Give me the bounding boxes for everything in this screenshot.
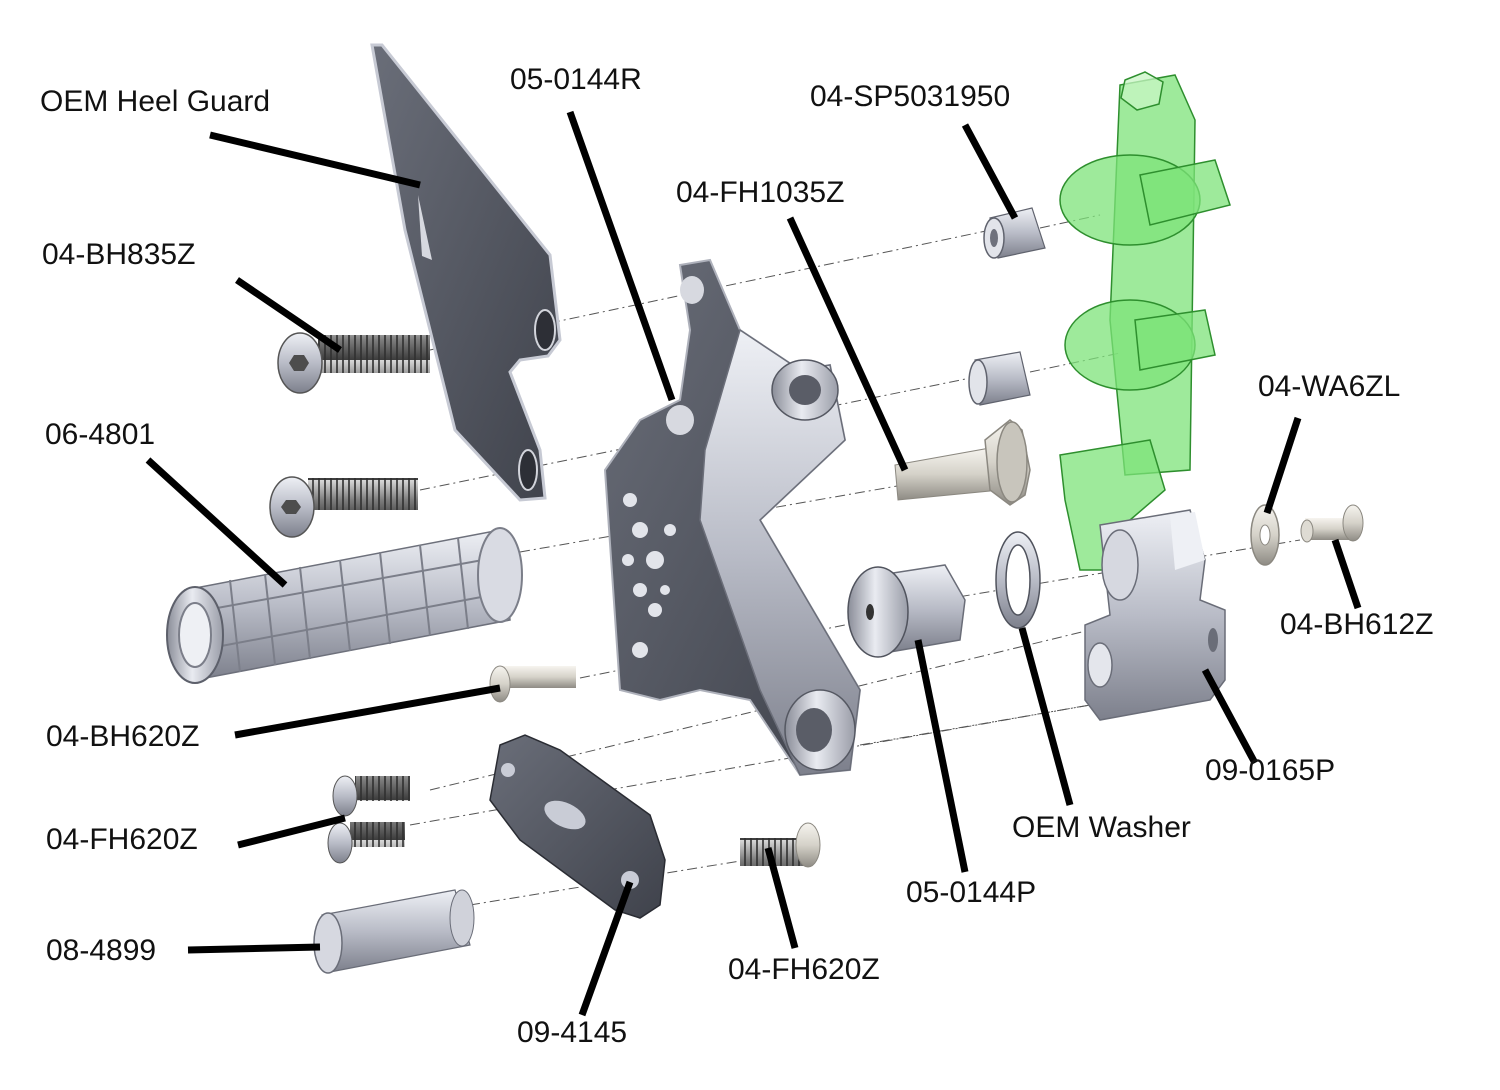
flat-head-bolt-long (894, 419, 1031, 506)
label-05-0144r: 05-0144R (510, 63, 642, 96)
flat-head-screw-left-lower (327, 822, 405, 864)
label-04-bh620z: 04-BH620Z (46, 720, 200, 753)
label-04-bh835z: 04-BH835Z (42, 238, 196, 271)
oem-washer-ring (995, 531, 1041, 629)
spacer-upper (983, 207, 1046, 259)
label-04-wa6zl: 04-WA6ZL (1258, 370, 1401, 403)
label-06-4801: 06-4801 (45, 418, 156, 451)
leader-lines (145, 110, 1362, 1017)
button-head-bolt-lower (269, 476, 418, 538)
label-09-0165p: 09-0165P (1205, 754, 1336, 787)
small-button-bolt (489, 665, 576, 703)
oem-mount-transparent (1059, 71, 1231, 571)
adapter-bracket (1084, 509, 1226, 721)
link-plate (489, 734, 666, 919)
label-04-fh620z-left: 04-FH620Z (46, 823, 198, 856)
sleeve-tube (313, 889, 475, 974)
rearset-main-bracket (603, 258, 862, 777)
button-head-bolt-upper (277, 332, 430, 394)
label-04-bh612z: 04-BH612Z (1280, 608, 1434, 641)
pivot-shaft (847, 564, 966, 658)
label-05-0144p: 05-0144P (906, 876, 1037, 909)
spacer-lower (968, 351, 1031, 406)
label-09-4145: 09-4145 (517, 1016, 628, 1049)
label-08-4899: 08-4899 (46, 934, 157, 967)
flat-head-screw-bottom (740, 822, 821, 868)
footpeg-grip (166, 527, 523, 684)
oem-heel-guard-plate (370, 43, 562, 502)
washer-small (1250, 504, 1280, 566)
label-oem-heel-guard: OEM Heel Guard (40, 85, 271, 118)
bolt-04-bh612z (1300, 504, 1364, 543)
label-04-fh620z-bottom: 04-FH620Z (728, 953, 880, 986)
label-04-fh1035z: 04-FH1035Z (676, 176, 845, 209)
label-04-sp5031950: 04-SP5031950 (810, 80, 1011, 113)
label-oem-washer: OEM Washer (1012, 811, 1191, 844)
flat-head-screw-left-upper (332, 775, 410, 817)
